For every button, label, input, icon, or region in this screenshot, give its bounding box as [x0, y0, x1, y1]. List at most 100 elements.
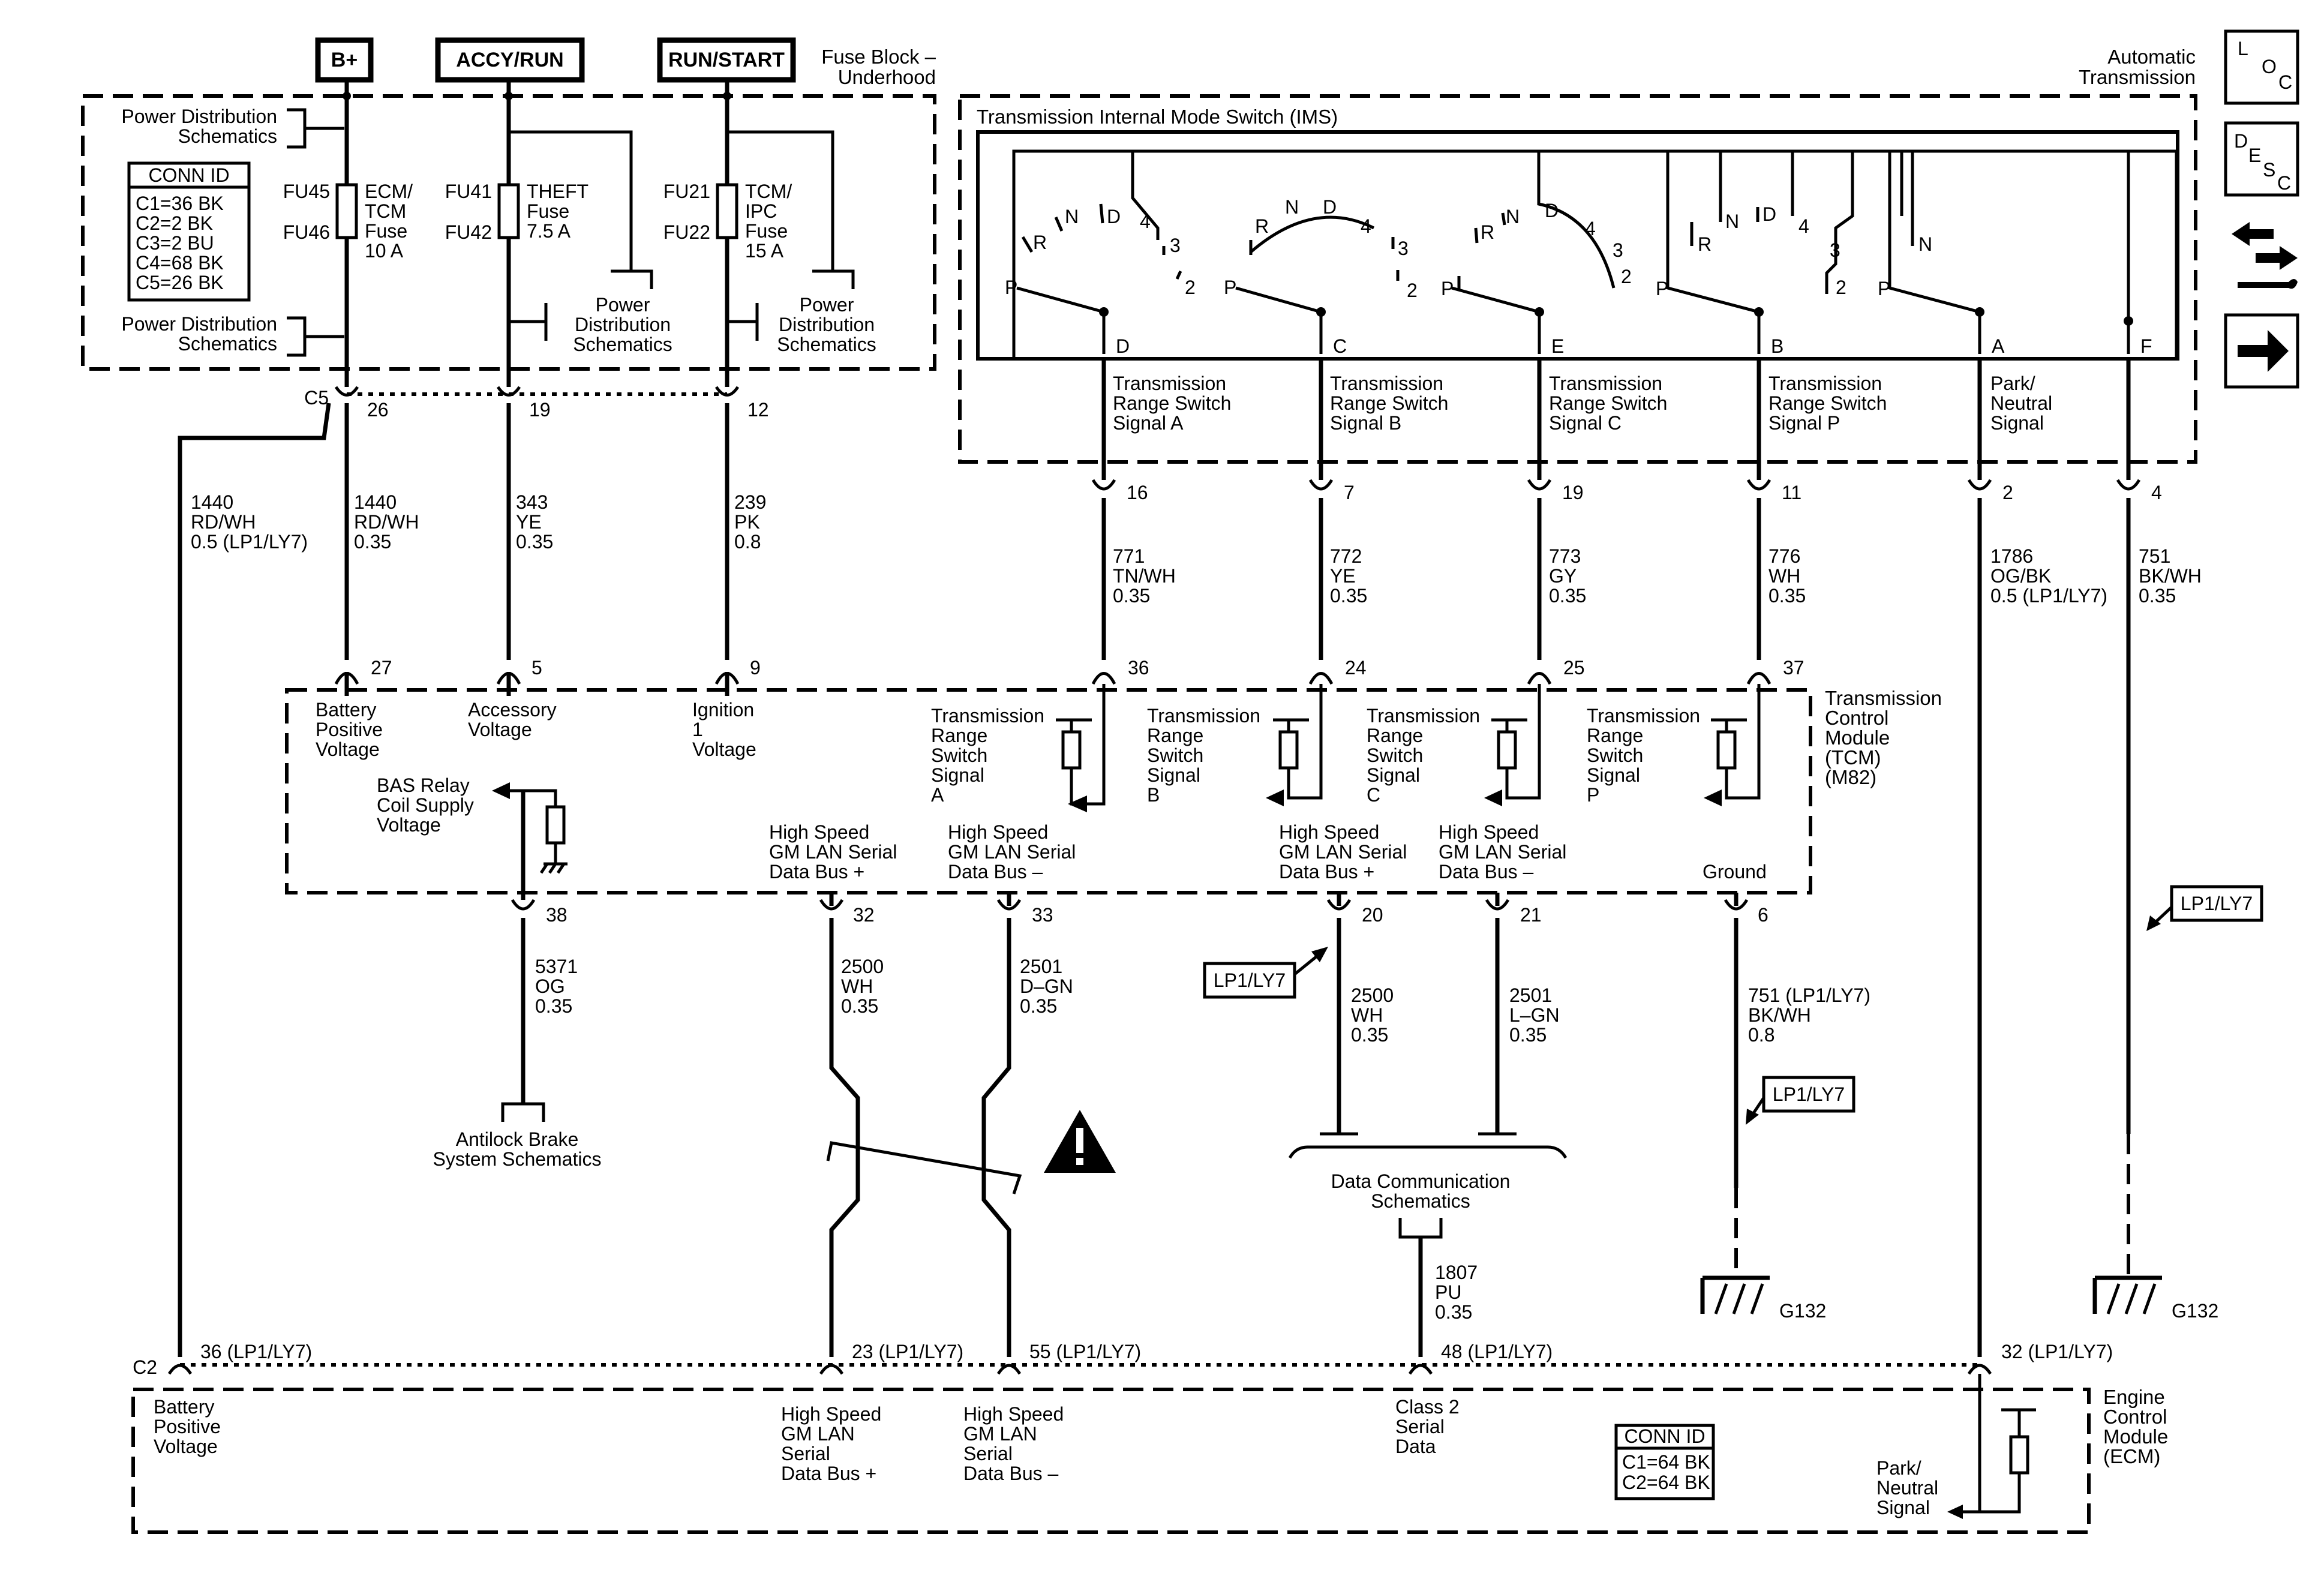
desc-icon[interactable]: D E S C [2224, 121, 2299, 197]
svg-text:GM LAN: GM LAN [781, 1423, 855, 1445]
fuse-block-title: Fuse Block – [821, 46, 936, 68]
pwr-dist-label: Power Distribution [121, 106, 277, 127]
svg-text:C1=36 BK: C1=36 BK [136, 193, 224, 214]
svg-text:R: R [1481, 221, 1494, 243]
svg-text:Range: Range [1587, 725, 1643, 746]
pwr-dist-label: Schematics [178, 125, 277, 147]
signal-label-park-neutral: Park/ Neutral Signal [1990, 373, 2052, 434]
svg-text:0.35: 0.35 [516, 531, 553, 553]
svg-text:0.35: 0.35 [1768, 585, 1806, 607]
svg-text:4: 4 [1585, 218, 1596, 239]
svg-text:(TCM): (TCM) [1825, 746, 1881, 769]
pwr-dist-label: Power Distribution [121, 313, 277, 335]
svg-text:26: 26 [367, 399, 389, 421]
svg-text:FU45: FU45 [283, 181, 330, 202]
svg-text:3: 3 [1170, 235, 1181, 256]
ims-pin-d: D [1116, 335, 1130, 357]
svg-text:4: 4 [1361, 215, 1371, 237]
svg-text:32 (LP1/LY7): 32 (LP1/LY7) [2001, 1341, 2113, 1362]
svg-text:0.5 (LP1/LY7): 0.5 (LP1/LY7) [191, 531, 308, 553]
svg-text:S: S [2263, 159, 2275, 181]
data-communication-schematics-ref: Data Communication Schematics [1331, 1170, 1511, 1212]
svg-text:1807: 1807 [1435, 1262, 1478, 1283]
arrow-right-icon[interactable] [2224, 313, 2299, 389]
svg-text:Range: Range [1367, 725, 1423, 746]
svg-text:GM LAN: GM LAN [963, 1423, 1037, 1445]
lp-tag-left: LP1/LY7 [1203, 947, 1328, 999]
svg-text:TCM/: TCM/ [745, 181, 792, 202]
svg-text:19: 19 [1562, 482, 1584, 503]
svg-text:LP1/LY7: LP1/LY7 [1773, 1083, 1845, 1105]
wire-label-772: 772 YE 0.35 [1330, 545, 1367, 607]
svg-text:Schematics: Schematics [1371, 1190, 1470, 1212]
power-source-bplus: B+ [315, 37, 374, 83]
svg-text:Switch: Switch [1367, 745, 1423, 766]
svg-text:Switch: Switch [1587, 745, 1643, 766]
svg-text:20: 20 [1362, 904, 1383, 926]
svg-text:N: N [1918, 233, 1932, 255]
svg-text:C: C [1367, 784, 1380, 806]
wire-label-1786: 1786 OG/BK 0.5 (LP1/LY7) [1990, 545, 2107, 607]
svg-text:38: 38 [546, 904, 568, 926]
svg-text:GY: GY [1549, 565, 1577, 587]
svg-text:Accessory: Accessory [468, 699, 557, 721]
ims-switch-b: P R N D 4 3 2 [1224, 196, 1418, 354]
svg-text:2: 2 [1621, 266, 1632, 287]
svg-text:15 A: 15 A [745, 240, 784, 262]
svg-text:A: A [931, 784, 944, 806]
loc-icon[interactable]: L O C [2224, 29, 2299, 105]
svg-text:WH: WH [1351, 1004, 1383, 1026]
svg-text:771: 771 [1113, 545, 1145, 567]
ground-g132-left: G132 [1700, 1275, 1826, 1322]
svg-text:D–GN: D–GN [1020, 975, 1073, 997]
svg-text:R: R [1033, 232, 1047, 253]
wire-label-5371: 5371 OG 0.35 [535, 956, 578, 1017]
svg-text:37: 37 [1783, 657, 1804, 679]
svg-text:G132: G132 [1779, 1300, 1826, 1322]
svg-text:CONN ID: CONN ID [1624, 1425, 1705, 1447]
svg-text:ECM/: ECM/ [365, 181, 413, 202]
wire-label-751-top: 751 BK/WH 0.35 [2139, 545, 2202, 607]
svg-text:2500: 2500 [841, 956, 884, 977]
tcm-range-signal-c: Transmission Range Switch Signal C [1367, 684, 1541, 806]
ims-switch-c: P R N D 4 3 2 [1441, 151, 1632, 354]
wire-label-2501-a: 2501 D–GN 0.35 [1020, 956, 1073, 1017]
svg-text:FU41: FU41 [445, 181, 492, 202]
svg-text:D: D [1107, 206, 1121, 227]
power-source-label: ACCY/RUN [456, 49, 563, 71]
tool-swap-icon[interactable] [2232, 222, 2298, 289]
svg-text:Signal C: Signal C [1549, 412, 1622, 434]
signal-label-c: Transmission Range Switch Signal C [1549, 373, 1667, 434]
svg-text:C2: C2 [133, 1356, 157, 1378]
fuse-ecm-tcm: FU45 FU46 ECM/ TCM Fuse 10 A [283, 181, 413, 262]
automatic-transmission: Automatic Transmission Transmission Inte… [958, 46, 2197, 464]
svg-text:25: 25 [1563, 657, 1585, 679]
svg-text:48 (LP1/LY7): 48 (LP1/LY7) [1441, 1341, 1553, 1362]
svg-text:N: N [1725, 211, 1739, 232]
svg-text:239: 239 [734, 491, 766, 513]
svg-text:Transmission: Transmission [1587, 705, 1700, 727]
svg-text:Neutral: Neutral [1876, 1477, 1938, 1499]
svg-text:High Speed: High Speed [963, 1403, 1064, 1425]
svg-text:RD/WH: RD/WH [354, 511, 419, 533]
svg-text:0.8: 0.8 [1748, 1024, 1774, 1046]
svg-text:Transmission: Transmission [1147, 705, 1260, 727]
svg-text:Data: Data [1395, 1436, 1436, 1457]
svg-text:YE: YE [1330, 565, 1356, 587]
svg-text:WH: WH [1768, 565, 1800, 587]
svg-text:Transmission: Transmission [1113, 373, 1226, 394]
svg-text:L–GN: L–GN [1509, 1004, 1560, 1026]
svg-text:R: R [1255, 215, 1269, 237]
svg-text:C3=2 BU: C3=2 BU [136, 232, 214, 254]
svg-text:Battery: Battery [316, 699, 376, 721]
svg-text:(M82): (M82) [1825, 766, 1876, 788]
svg-text:Voltage: Voltage [316, 739, 380, 760]
svg-text:GM LAN Serial: GM LAN Serial [1439, 841, 1566, 863]
svg-text:27: 27 [371, 657, 392, 679]
svg-text:D: D [1323, 196, 1337, 218]
svg-text:High Speed: High Speed [948, 821, 1048, 843]
svg-text:C4=68 BK: C4=68 BK [136, 252, 224, 274]
svg-text:Switch: Switch [931, 745, 987, 766]
lp-tag-ground: LP1/LY7 [1746, 1076, 1855, 1125]
svg-text:Data Bus +: Data Bus + [1279, 861, 1374, 882]
